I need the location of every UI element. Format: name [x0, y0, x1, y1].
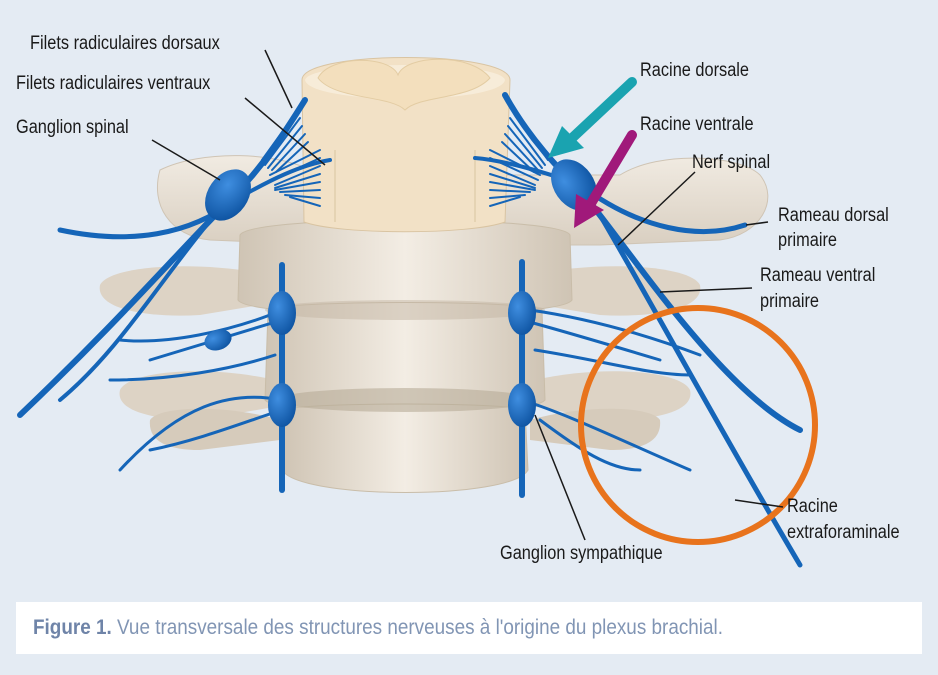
label-racine-extra-line1: Racine — [787, 496, 838, 517]
right-dorsal-ramus — [577, 182, 748, 234]
right-communicating-2 — [533, 348, 692, 377]
label-ganglion-spinal: Ganglion spinal — [16, 117, 129, 138]
extraforaminal-highlight-circle — [578, 305, 818, 545]
label-rameau-ventral-line2: primaire — [760, 291, 820, 312]
left-spinal-ganglion — [205, 169, 251, 221]
label-rameau-dorsal-line2: primaire — [778, 230, 838, 251]
right-sympathetic-ganglion-2 — [508, 383, 536, 427]
left-sympathetic-ganglion-1 — [268, 291, 296, 335]
figure-number: Figure 1. — [33, 616, 112, 639]
left-sympathetic-ganglion-2 — [268, 383, 296, 427]
arrow-racine-ventrale — [574, 130, 637, 228]
spinal-cord — [301, 57, 511, 233]
leader-lines — [151, 49, 784, 541]
left-communicating-2 — [108, 353, 277, 382]
label-rameau-dorsal-line1: Rameau dorsal — [778, 205, 889, 226]
left-ventral-ramus — [58, 213, 217, 402]
caption-box: Figure 1. Vue transversale des structure… — [16, 602, 922, 654]
label-ganglion-sympathique: Ganglion sympathique — [500, 543, 663, 564]
label-racine-extra-line2: extraforaminale — [787, 522, 900, 543]
ganglia — [204, 159, 597, 427]
label-filets-dorsaux: Filets radiculaires dorsaux — [30, 33, 220, 54]
label-racine-ventrale: Racine ventrale — [640, 114, 754, 135]
right-sympathetic-ganglion-1 — [508, 291, 536, 335]
label-racine-dorsale: Racine dorsale — [640, 60, 750, 81]
right-spinal-ganglion — [551, 159, 597, 211]
right-extraforaminal-root — [597, 212, 803, 568]
label-rameau-ventral-line1: Rameau ventral — [760, 265, 876, 286]
label-filets-ventraux: Filets radiculaires ventraux — [16, 73, 211, 94]
figure-caption: Figure 1. Vue transversale des structure… — [33, 616, 723, 640]
brachial-plexus-diagram — [17, 49, 818, 568]
arrow-racine-dorsale — [548, 77, 637, 158]
figure-caption-text: Vue transversale des structures nerveuse… — [111, 616, 723, 639]
label-nerf-spinal: Nerf spinal — [692, 152, 771, 173]
nerve-network — [17, 92, 803, 568]
left-communicating-1 — [118, 313, 272, 343]
